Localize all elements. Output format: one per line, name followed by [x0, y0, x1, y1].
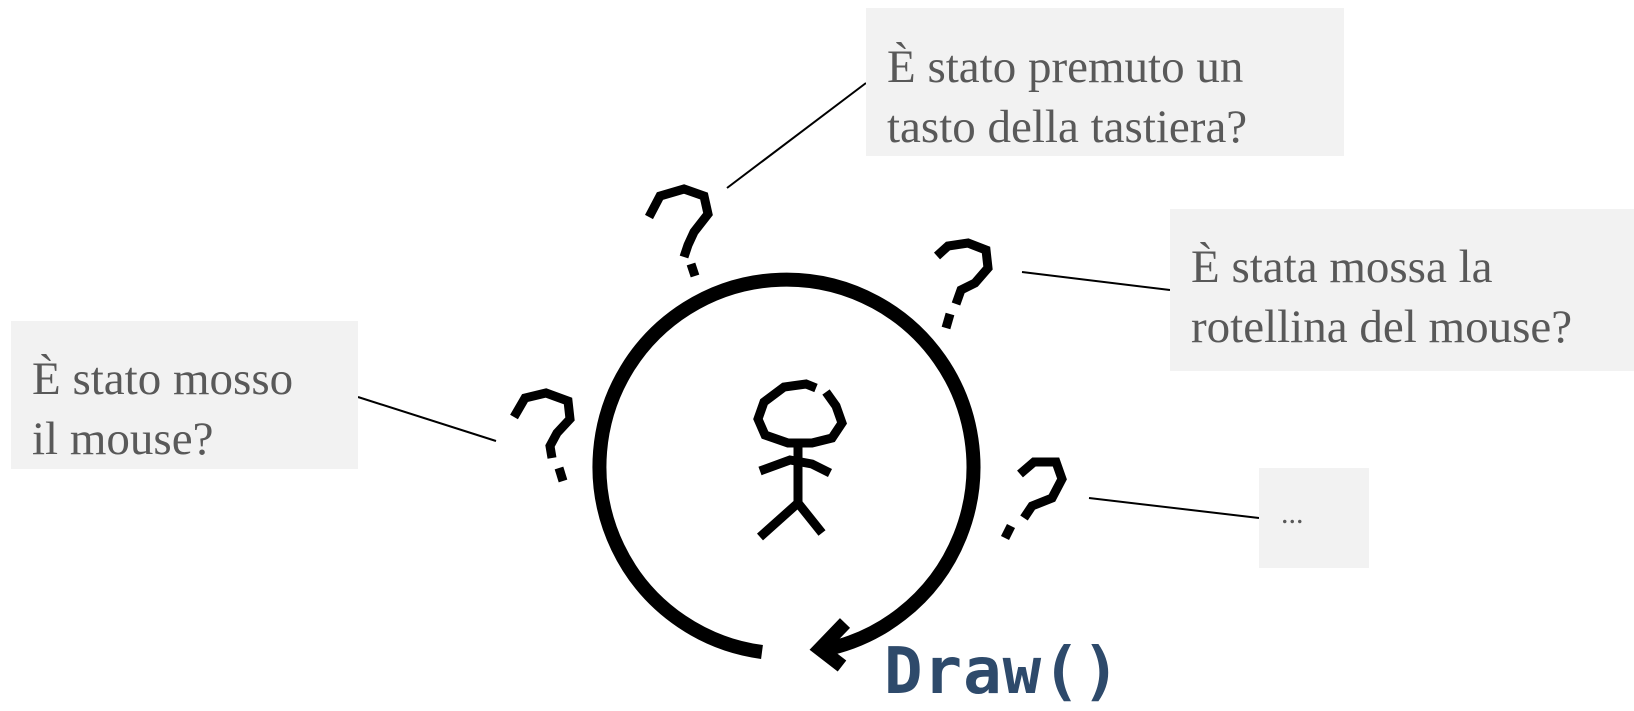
connector-line-more	[1088, 497, 1260, 519]
callout-keyboard: È stato premuto un tasto della tastiera?	[866, 8, 1344, 156]
draw-function-label: Draw()	[884, 635, 1122, 709]
callout-more-text: ...	[1281, 497, 1304, 530]
question-mark-icon	[1000, 457, 1067, 541]
callout-wheel: È stata mossa la rotellina del mouse?	[1170, 209, 1634, 371]
question-mark-icon	[645, 184, 713, 278]
question-marks	[510, 184, 1067, 541]
question-mark-icon	[510, 388, 575, 483]
stick-figure-head	[753, 379, 847, 448]
loop-arrowhead	[809, 618, 851, 672]
stick-figure-arms	[758, 455, 833, 478]
connector-line-keyboard	[726, 82, 867, 189]
loop-arc	[592, 272, 981, 659]
callout-mouse-text: È stato mosso il mouse?	[32, 353, 294, 465]
stick-figure-icon	[753, 379, 847, 541]
callout-keyboard-text: È stato premuto un tasto della tastiera?	[887, 41, 1248, 153]
callout-more: ...	[1259, 468, 1369, 568]
connector-line-mouse	[357, 396, 497, 442]
connector-lines	[357, 82, 1260, 519]
callout-mouse: È stato mosso il mouse?	[11, 321, 358, 469]
callout-wheel-text: È stata mossa la rotellina del mouse?	[1191, 241, 1573, 353]
circular-arrow-icon	[592, 272, 981, 672]
connector-line-wheel	[1021, 271, 1171, 291]
stick-figure-legs	[756, 496, 826, 541]
question-mark-icon	[933, 238, 993, 330]
